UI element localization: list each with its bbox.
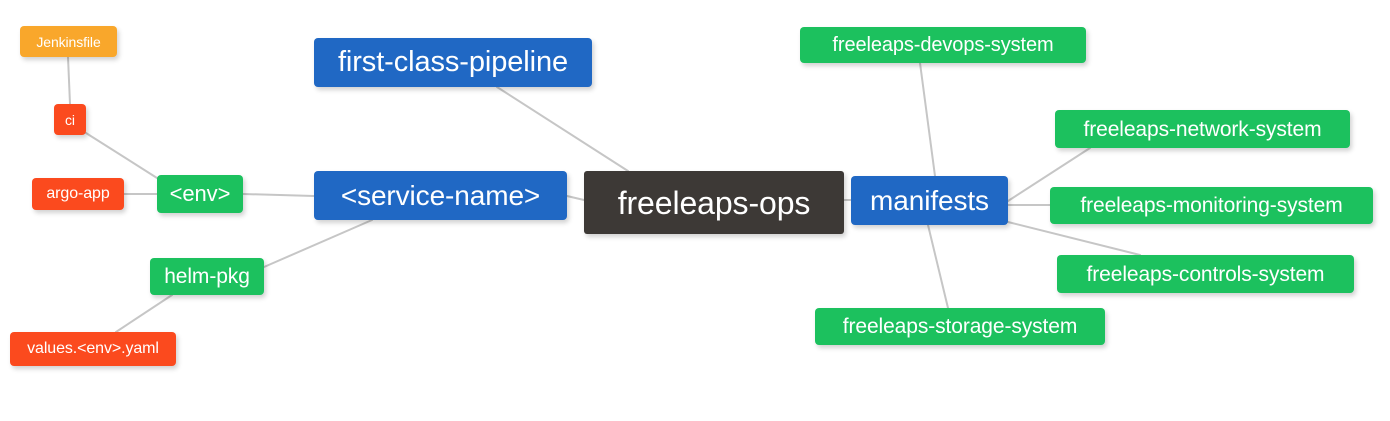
edge-ci-to-env — [85, 132, 158, 179]
node-values-yaml[interactable]: values.<env>.yaml — [10, 332, 176, 366]
node-devops-system[interactable]: freeleaps-devops-system — [800, 27, 1086, 63]
node-helm-pkg[interactable]: helm-pkg — [150, 258, 264, 295]
node-jenkinsfile[interactable]: Jenkinsfile — [20, 26, 117, 57]
edge-manifests-to-storage-system — [927, 224, 949, 309]
node-freeleaps-ops[interactable]: freeleaps-ops — [584, 171, 844, 234]
edge-jenkinsfile-to-ci — [67, 56, 71, 105]
node-storage-system[interactable]: freeleaps-storage-system — [815, 308, 1105, 345]
node-argo-app[interactable]: argo-app — [32, 178, 124, 210]
edge-manifests-to-devops-system — [919, 62, 936, 177]
node-network-system[interactable]: freeleaps-network-system — [1055, 110, 1350, 148]
edge-values-yaml-to-helm-pkg — [115, 294, 173, 333]
node-service-name[interactable]: <service-name> — [314, 171, 567, 220]
node-ci[interactable]: ci — [54, 104, 86, 135]
node-manifests[interactable]: manifests — [851, 176, 1008, 225]
node-first-class-pipeline[interactable]: first-class-pipeline — [314, 38, 592, 87]
edge-first-class-pipeline-to-freeleaps-ops — [496, 86, 629, 172]
edge-helm-pkg-to-service-name — [263, 219, 373, 268]
node-env[interactable]: <env> — [157, 175, 243, 213]
node-controls-system[interactable]: freeleaps-controls-system — [1057, 255, 1354, 293]
edge-env-to-service-name — [242, 193, 315, 197]
node-monitoring-system[interactable]: freeleaps-monitoring-system — [1050, 187, 1373, 224]
edge-service-name-to-freeleaps-ops — [566, 195, 585, 201]
edge-manifests-to-controls-system — [1007, 221, 1141, 256]
